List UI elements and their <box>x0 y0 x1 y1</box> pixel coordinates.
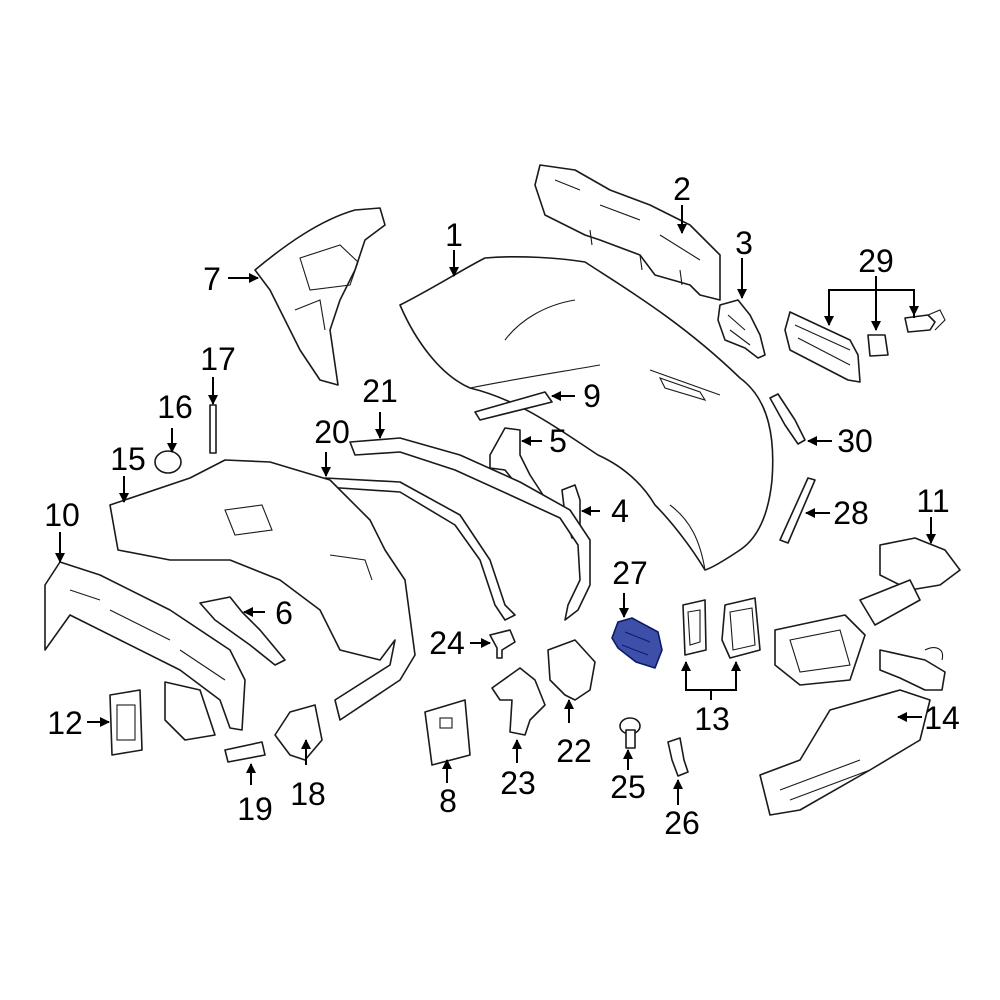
part-1-bumper-cover[interactable] <box>399 255 774 571</box>
part-16-cap[interactable] <box>154 450 182 474</box>
part-17-rod[interactable] <box>209 404 217 454</box>
callout-18: 18 <box>290 776 326 812</box>
part-12-plate[interactable] <box>109 689 143 756</box>
part-3-side-bracket[interactable] <box>717 299 766 359</box>
callout-11: 11 <box>916 483 949 519</box>
callout-2: 2 <box>673 171 691 207</box>
callout-6: 6 <box>275 595 293 631</box>
callout-24: 24 <box>429 625 465 661</box>
part-22-bracket[interactable] <box>547 639 596 701</box>
part-23-bracket[interactable] <box>491 667 546 736</box>
callout-13: 13 <box>694 701 730 737</box>
callout-14: 14 <box>924 700 960 736</box>
callout-16: 16 <box>157 389 193 425</box>
part-15-lower-cover[interactable] <box>109 459 416 721</box>
part-8-plate[interactable] <box>424 699 471 766</box>
part-13-brackets[interactable] <box>682 597 761 659</box>
part-7-side-bracket[interactable] <box>254 207 386 386</box>
part-18-bracket[interactable] <box>274 704 323 761</box>
part-19-block[interactable] <box>224 741 266 763</box>
callout-1: 1 <box>445 217 463 253</box>
part-24-push-clip[interactable] <box>489 629 516 659</box>
part-6-bracket[interactable] <box>199 596 286 666</box>
part-29-license-bracket[interactable] <box>784 309 946 383</box>
callout-21: 21 <box>362 373 398 409</box>
callout-19: 19 <box>237 791 273 827</box>
callout-15: 15 <box>110 441 146 477</box>
part-28-strip[interactable] <box>779 477 816 544</box>
callout-25: 25 <box>610 769 646 805</box>
leader-lines <box>55 205 936 805</box>
part-27-highlighted-bracket[interactable] <box>611 617 663 669</box>
callout-12: 12 <box>47 705 83 741</box>
callout-7: 7 <box>203 261 221 297</box>
callout-28: 28 <box>833 495 869 531</box>
callout-29: 29 <box>858 243 894 279</box>
callout-3: 3 <box>735 225 753 261</box>
callout-labels: 1 2 3 4 5 6 7 8 9 10 11 12 13 14 15 16 1… <box>44 171 960 841</box>
part-14-energy-absorber[interactable] <box>759 689 931 816</box>
callout-17: 17 <box>200 341 236 377</box>
callout-5: 5 <box>549 423 567 459</box>
part-26-stud[interactable] <box>667 737 689 777</box>
callout-26: 26 <box>664 805 700 841</box>
callout-10: 10 <box>44 497 80 533</box>
part-11-tow-hitch[interactable] <box>774 537 961 691</box>
callout-4: 4 <box>611 493 629 529</box>
callout-20: 20 <box>314 414 350 450</box>
callout-8: 8 <box>439 783 457 819</box>
callout-9: 9 <box>583 378 601 414</box>
part-25-bolt[interactable] <box>619 717 641 749</box>
part-20-trim-strip[interactable] <box>324 477 516 621</box>
part-9-strip[interactable] <box>474 391 553 421</box>
part-21-trim[interactable] <box>349 437 591 621</box>
part-30-strip[interactable] <box>769 393 806 445</box>
callout-22: 22 <box>556 733 592 769</box>
callout-30: 30 <box>837 423 873 459</box>
part-2-upper-bracket[interactable] <box>534 164 721 301</box>
callout-23: 23 <box>500 765 536 801</box>
callout-27: 27 <box>612 555 648 591</box>
part-10-reinforcement[interactable] <box>44 561 246 741</box>
